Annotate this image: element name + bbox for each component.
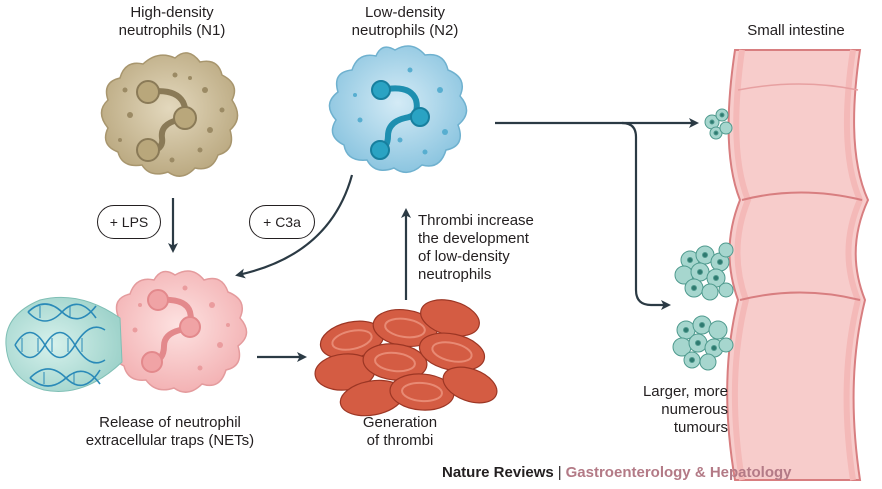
label-thrombi-note: Thrombi increase the development of low-… — [418, 212, 534, 284]
n1-neutrophil — [100, 52, 239, 177]
arrow-n2-to-intestine — [495, 118, 699, 310]
footer-separator: | — [557, 464, 562, 481]
label-thrombi-line1: Generation — [362, 414, 438, 431]
small-intestine — [726, 49, 870, 481]
thrombi-highlights — [331, 317, 473, 403]
label-thrombi-note-line2: the development — [418, 230, 529, 247]
n2-neutrophil — [328, 45, 468, 174]
label-small-intestine: Small intestine — [747, 22, 845, 39]
label-high-density: High-density neutrophils (N1) — [96, 4, 248, 40]
footer-journal: Nature Reviews — [442, 464, 554, 481]
tumour-large-upper — [674, 242, 734, 301]
footer-subject: Gastroenterology & Hepatology — [565, 464, 792, 481]
label-tumours-line2: numerous — [661, 401, 728, 418]
label-high-density-line1: High-density — [130, 4, 214, 21]
label-high-density-line2: neutrophils (N1) — [118, 22, 226, 39]
label-thrombi-note-line4: neutrophils — [418, 266, 492, 283]
label-thrombi-note-line3: of low-density — [418, 248, 510, 265]
pill-lps: + LPS — [97, 205, 161, 239]
tumour-large-lower — [672, 315, 734, 371]
label-thrombi-line2: of thrombi — [366, 432, 434, 449]
label-low-density-line2: neutrophils (N2) — [351, 22, 459, 39]
label-tumours-line3: tumours — [673, 419, 728, 436]
label-thrombi: Generation of thrombi — [340, 414, 460, 450]
pill-c3a: + C3a — [249, 205, 315, 239]
net-neutrophil — [109, 270, 248, 393]
net-dna-cloud — [5, 296, 123, 392]
label-thrombi-note-line1: Thrombi increase — [418, 212, 534, 229]
label-nets-line1: Release of neutrophil — [99, 414, 241, 431]
tumour-small — [704, 108, 733, 140]
label-nets-line2: extracellular traps (NETs) — [85, 432, 255, 449]
label-tumours-line1: Larger, more — [642, 383, 728, 400]
footer-credit: Nature Reviews|Gastroenterology & Hepato… — [442, 464, 792, 481]
arrow-n2-to-nets — [235, 174, 354, 279]
label-low-density: Low-density neutrophils (N2) — [329, 4, 481, 40]
label-nets: Release of neutrophil extracellular trap… — [70, 414, 270, 450]
label-low-density-line1: Low-density — [364, 4, 446, 21]
thrombi-cluster — [314, 299, 498, 417]
label-tumours: Larger, more numerous tumours — [608, 383, 728, 437]
